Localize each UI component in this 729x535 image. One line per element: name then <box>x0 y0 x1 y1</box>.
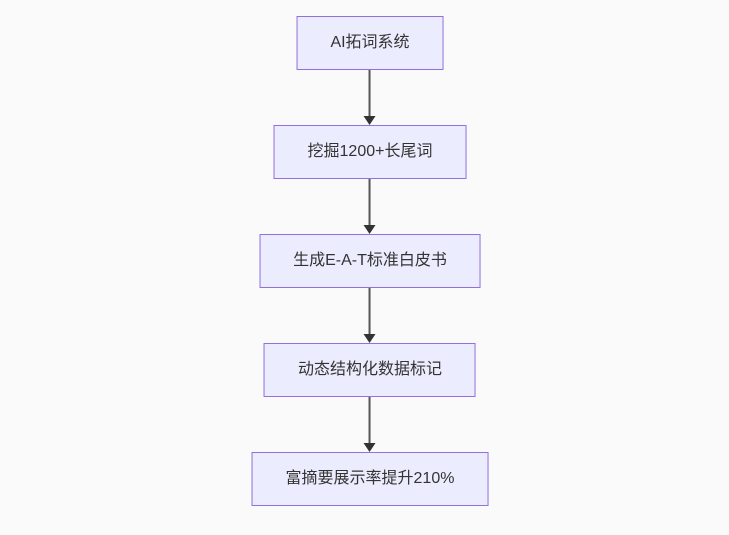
edge-n2-n3 <box>363 179 377 234</box>
edge-line <box>369 288 371 334</box>
edge-n3-n4 <box>363 288 377 343</box>
arrow-down-icon <box>364 116 376 125</box>
flow-node-eat-whitepaper: 生成E-A-T标准白皮书 <box>259 234 481 288</box>
flow-node-structured-data-markup: 动态结构化数据标记 <box>263 343 476 397</box>
node-label: 富摘要展示率提升210% <box>285 470 455 488</box>
flowchart: AI拓词系统 挖掘1200+长尾词 生成E-A-T标准白皮书 动态结构化数据标记 <box>251 16 489 506</box>
node-label: 挖掘1200+长尾词 <box>307 143 433 161</box>
flow-node-longtail-mining: 挖掘1200+长尾词 <box>273 125 467 179</box>
edge-line <box>369 397 371 443</box>
arrow-down-icon <box>364 443 376 452</box>
node-label: 生成E-A-T标准白皮书 <box>293 252 447 270</box>
edge-n1-n2 <box>363 70 377 125</box>
node-label: 动态结构化数据标记 <box>297 361 442 379</box>
node-label: AI拓词系统 <box>330 34 410 52</box>
flow-node-ai-keyword-system: AI拓词系统 <box>296 16 444 70</box>
arrow-down-icon <box>364 225 376 234</box>
arrow-down-icon <box>364 334 376 343</box>
flow-node-rich-snippet-uplift: 富摘要展示率提升210% <box>251 452 489 506</box>
edge-line <box>369 179 371 225</box>
edge-n4-n5 <box>363 397 377 452</box>
edge-line <box>369 70 371 116</box>
